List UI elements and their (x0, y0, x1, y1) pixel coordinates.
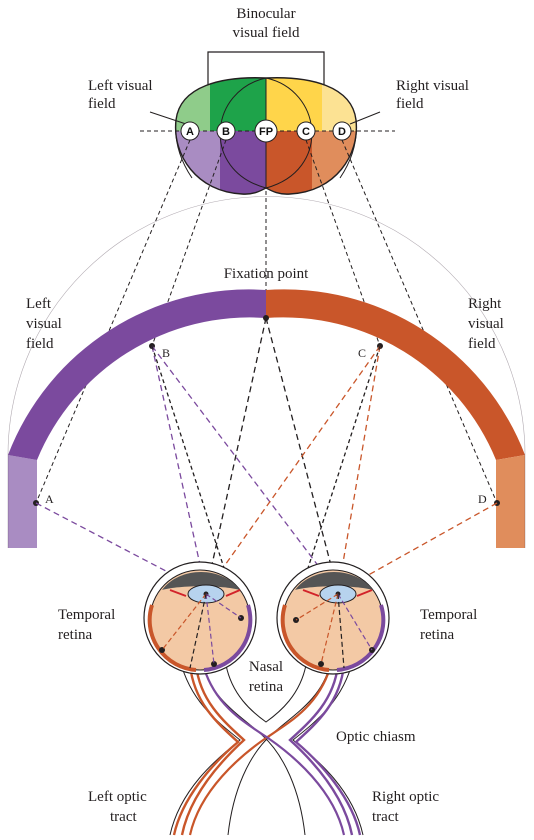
left-optic-tract-label-1: Left optic (88, 789, 147, 805)
binocular-label-1: Binocular (236, 6, 295, 22)
binocular-bracket (207, 51, 325, 88)
right-visual-field-arc-label-3: field (468, 336, 496, 352)
fixation-point-label: Fixation point (224, 266, 309, 282)
right-visual-field-arc-label-1: Right (468, 296, 502, 312)
left-visual-field-top-label-2: field (88, 96, 116, 112)
left-visual-field-arc-label-2: visual (26, 316, 62, 332)
point-fp-marker: FP (254, 119, 278, 143)
binocular-label-2: visual field (232, 25, 300, 41)
svg-text:A: A (186, 126, 194, 138)
visual-field-arc: Fixation point Left visual field Right v… (7, 196, 526, 548)
arc-point-b-label: B (162, 346, 170, 360)
point-b-marker: B (216, 121, 236, 141)
optic-chiasm-label: Optic chiasm (336, 729, 416, 745)
temporal-retina-left-label-1: Temporal (58, 607, 115, 623)
left-visual-field-top-label-1: Left visual (88, 78, 153, 94)
arc-point-a-label: A (45, 492, 54, 506)
svg-text:C: C (302, 126, 310, 138)
left-visual-field-arc-label-1: Left (26, 296, 52, 312)
arc-point-c-label: C (358, 346, 366, 360)
right-visual-field-top-label-2: field (396, 96, 424, 112)
temporal-retina-right-label-1: Temporal (420, 607, 477, 623)
visual-field-map: Binocular visual field L (88, 6, 469, 195)
left-eye (143, 561, 257, 675)
nasal-retina-label-1: Nasal (249, 659, 283, 675)
right-optic-tract-label-1: Right optic (372, 789, 439, 805)
right-optic-tract-label-2: tract (372, 809, 399, 825)
light-rays (35, 317, 498, 606)
svg-text:D: D (338, 126, 346, 138)
point-c-marker: C (296, 121, 316, 141)
nasal-retina-label-2: retina (249, 679, 283, 695)
right-eye (276, 561, 390, 675)
svg-text:B: B (222, 126, 230, 138)
right-visual-field-top-label-1: Right visual (396, 78, 469, 94)
arc-point-d-label: D (478, 492, 487, 506)
point-a-marker: A (180, 121, 200, 141)
right-visual-field-arc-label-2: visual (468, 316, 504, 332)
left-visual-field-arc-label-3: field (26, 336, 54, 352)
point-d-marker: D (332, 121, 352, 141)
optic-pathways (169, 659, 364, 836)
left-optic-tract-label-2: tract (110, 809, 137, 825)
temporal-retina-right-label-2: retina (420, 627, 454, 643)
svg-text:FP: FP (259, 126, 273, 138)
temporal-retina-left-label-2: retina (58, 627, 92, 643)
